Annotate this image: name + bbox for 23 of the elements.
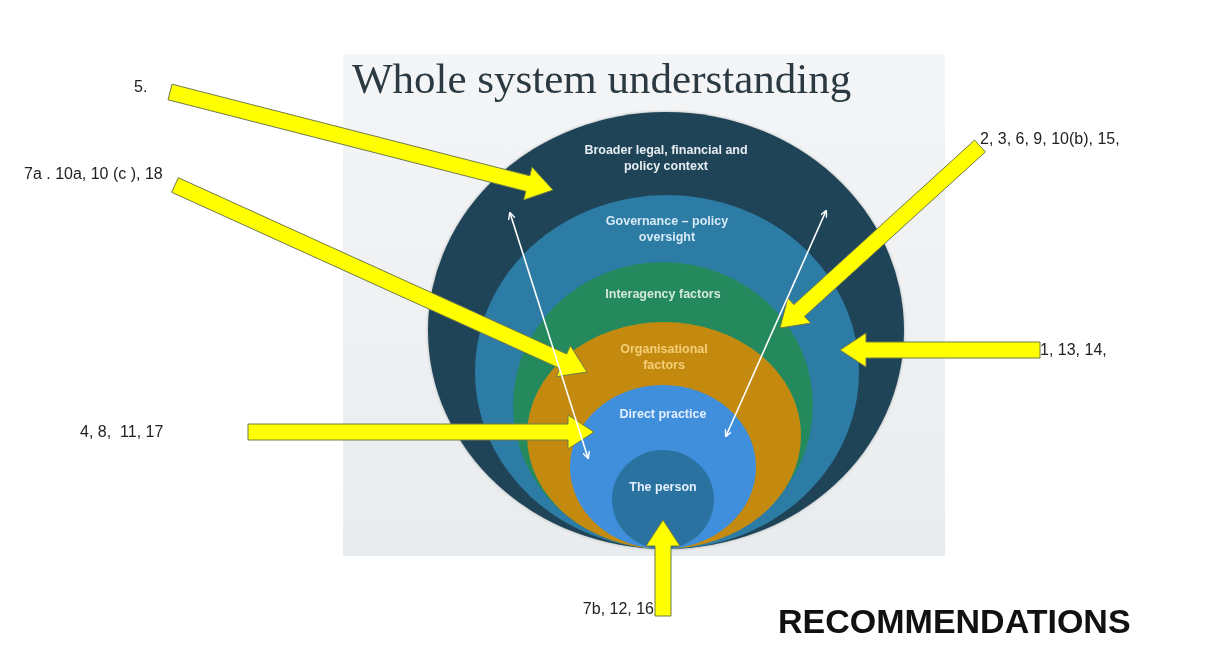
ring-label: Governance – policy oversight xyxy=(604,213,730,245)
ring-label: The person xyxy=(628,479,698,495)
block-arrow xyxy=(645,519,681,617)
person-circle xyxy=(612,450,714,549)
block-arrow xyxy=(171,177,588,378)
block-arrow xyxy=(167,83,554,201)
ring-label: Broader legal, financial and policy context xyxy=(583,142,749,174)
recommendation-numbers: 1, 13, 14, xyxy=(1040,339,1140,361)
ring-label: Organisational factors xyxy=(619,341,709,373)
double-arrow xyxy=(507,211,591,460)
block-arrow xyxy=(839,332,1041,368)
ring-label: Interagency factors xyxy=(604,286,722,302)
double-arrow xyxy=(724,209,828,438)
title: Whole system understanding xyxy=(352,54,852,103)
recommendation-numbers: 4, 8, 11, 17 xyxy=(80,421,248,443)
recommendation-numbers: 2, 3, 6, 9, 10(b), 15, xyxy=(980,128,1162,150)
block-arrow xyxy=(247,414,595,450)
heading: RECOMMENDATIONS xyxy=(778,602,1131,641)
recommendation-numbers: 7a . 10a, 10 (c ), 18 xyxy=(24,163,205,185)
recommendation-numbers: 7b, 12, 16 xyxy=(540,598,654,620)
ring-label: Direct practice xyxy=(618,406,708,422)
recommendation-numbers: 5. xyxy=(134,76,170,98)
block-arrow xyxy=(779,139,986,329)
